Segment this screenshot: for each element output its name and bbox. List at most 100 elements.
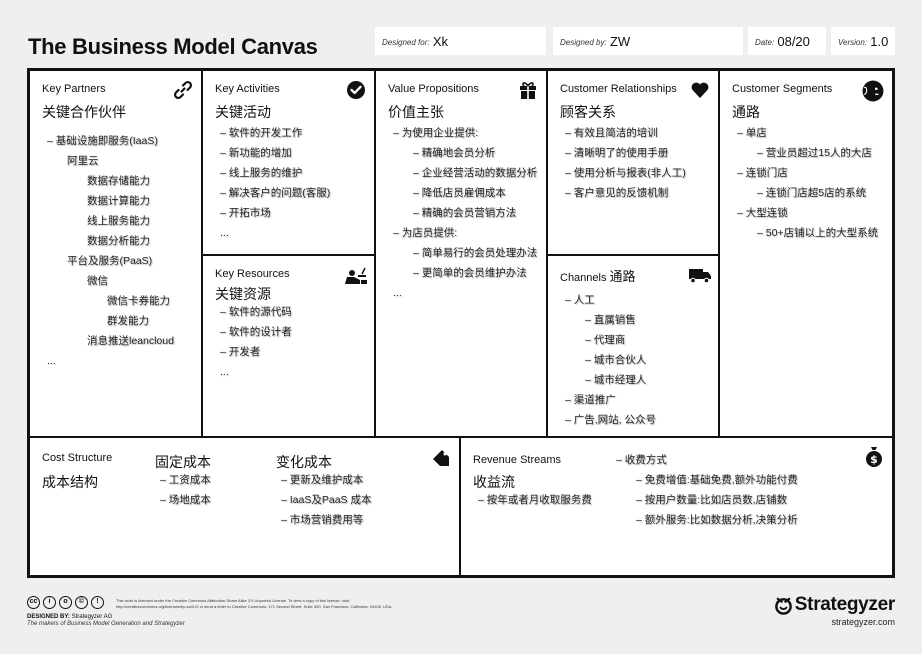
key-partners-title: Key Partners: [42, 83, 106, 95]
key-partners-title-cn: 关键合作伙伴: [42, 104, 126, 120]
footer-makers: The makers of Business Model Generation …: [27, 621, 185, 627]
list-item: 数据分析能力: [87, 235, 150, 247]
channels-title: Channels 通路: [560, 266, 636, 285]
price-tag-icon: [433, 450, 449, 466]
customer-relationships-list: – 有效且简洁的培训– 清晰明了的使用手册– 使用分析与报表(非人工)– 客户意…: [560, 123, 686, 203]
customer-segments-title: Customer Segments: [732, 83, 833, 95]
list-item: – 清晰明了的使用手册: [565, 147, 669, 159]
list-item: 线上服务能力: [87, 215, 150, 227]
brand-name: Strategyzer: [794, 594, 896, 615]
list-item: – 精确的会员营销方法: [413, 207, 517, 219]
gift-icon: [520, 82, 536, 99]
list-item: 阿里云: [67, 155, 99, 167]
channels-title-en: Channels: [560, 272, 607, 284]
revenue-right-list: – 收费方式– 免费增值:基础免费,额外功能付费– 按用户数量:比如店员数,店铺…: [611, 450, 798, 530]
key-resources-list: – 软件的源代码– 软件的设计者– 开发者...: [215, 302, 292, 382]
value-propositions-block[interactable]: Value Propositions 价值主张 – 为使用企业提供:– 精确地会…: [376, 71, 548, 438]
list-item: 微信: [87, 275, 108, 287]
license-line-1: This work is licensed under the Creative…: [116, 598, 350, 603]
designed-for-field[interactable]: Designed for: Xk: [375, 27, 546, 55]
key-activities-title: Key Activities: [215, 83, 280, 95]
customer-segments-title-cn: 通路: [732, 104, 760, 120]
designed-for-label: Designed for:: [382, 38, 430, 47]
date-field[interactable]: Date: 08/20: [748, 27, 826, 55]
list-item: – 直属销售: [585, 314, 636, 326]
page-title: The Business Model Canvas: [28, 34, 318, 59]
list-item: ...: [220, 366, 229, 378]
noncommercial-icon: ©: [75, 596, 88, 609]
list-item: 群发能力: [107, 315, 149, 327]
list-item: – 额外服务:比如数据分析,决策分析: [636, 514, 798, 526]
date-label: Date:: [755, 38, 775, 47]
version-label: Version:: [838, 38, 868, 47]
key-partners-list: – 基础设施即服务(IaaS) 阿里云数据存储能力数据计算能力线上服务能力数据分析…: [42, 131, 174, 371]
customer-segments-block[interactable]: Customer Segments 通路 – 单店– 营业员超过15人的大店– …: [720, 71, 892, 438]
list-item: – 免费增值:基础免费,额外功能付费: [636, 474, 798, 486]
designed-for-value: Xk: [432, 34, 448, 49]
list-item: – 为店员提供:: [393, 227, 458, 239]
list-item: – 为使用企业提供:: [393, 127, 479, 139]
list-item: 数据计算能力: [87, 195, 150, 207]
key-resources-block[interactable]: Key Resources 关键资源 – 软件的源代码– 软件的设计者– 开发者…: [203, 256, 376, 438]
list-item: – 客户意见的反馈机制: [565, 187, 669, 199]
list-item: – 使用分析与报表(非人工): [565, 167, 686, 179]
share-alike-icon: o: [59, 596, 72, 609]
channels-block[interactable]: Channels 通路 – 人工 – 直属销售 – 代理商 – 城市合伙人 – 城市经理…: [548, 256, 720, 438]
truck-icon: [689, 269, 711, 284]
key-activities-block[interactable]: Key Activities 关键活动 – 软件的开发工作– 新功能的增加– 线…: [203, 71, 376, 256]
version-field[interactable]: Version: 1.0: [831, 27, 895, 55]
list-item: – 线上服务的维护: [220, 167, 303, 179]
revenue-left-list: – 按年或者月收取服务费: [473, 490, 592, 510]
link-icon: [173, 80, 193, 100]
customer-relationships-block[interactable]: Customer Relationships 顾客关系 – 有效且简洁的培训– …: [548, 71, 720, 256]
key-activities-list: – 软件的开发工作– 新功能的增加– 线上服务的维护– 解决客户的问题(客服)–…: [215, 123, 330, 243]
list-item: – IaaS及PaaS 成本: [281, 494, 372, 506]
variable-cost-title: 变化成本: [276, 454, 332, 470]
person-head-icon: [862, 80, 884, 102]
svg-text:$: $: [870, 453, 878, 466]
brand-url[interactable]: strategyzer.com: [831, 617, 895, 627]
designed-by-label: Designed by:: [560, 38, 607, 47]
list-item: – 软件的源代码: [220, 306, 292, 318]
list-item: – 城市经理人: [585, 374, 647, 386]
value-propositions-title-cn: 价值主张: [388, 104, 444, 120]
list-item: – 城市合伙人: [585, 354, 647, 366]
checkmark-icon: [347, 81, 365, 99]
attribution-icon: i: [43, 596, 56, 609]
key-resources-title: Key Resources: [215, 268, 290, 280]
list-item: ...: [220, 227, 229, 239]
designed-by-field[interactable]: Designed by: ZW: [553, 27, 743, 55]
version-value: 1.0: [870, 34, 889, 49]
channels-list: – 人工– 直属销售– 代理商– 城市合伙人– 城市经理人– 渠道推广– 广告,…: [560, 290, 656, 430]
designed-by-value: ZW: [609, 34, 631, 49]
strategyzer-logo[interactable]: Strategyzer: [774, 594, 895, 616]
value-propositions-list: – 为使用企业提供:– 精确地会员分析– 企业经营活动的数据分析– 降低店员雇佣…: [388, 123, 537, 303]
cost-structure-title: Cost Structure: [42, 452, 113, 464]
list-item: 消息推送leancloud: [87, 335, 174, 347]
customer-relationships-title-cn: 顾客关系: [560, 104, 616, 120]
money-bag-icon: $: [866, 447, 882, 467]
list-item: – 解决客户的问题(客服): [220, 187, 331, 199]
strategyzer-icon: [774, 597, 792, 615]
list-item: – 新功能的增加: [220, 147, 292, 159]
list-item: – 基础设施即服务(IaaS): [47, 135, 158, 147]
license-icon: !: [91, 596, 104, 609]
list-item: ...: [393, 287, 402, 299]
list-item: – 大型连锁: [737, 207, 788, 219]
footer-designed-by-label: DESIGNED BY:: [27, 614, 70, 620]
key-partners-block[interactable]: Key Partners 关键合作伙伴 – 基础设施即服务(IaaS) 阿里云数据…: [30, 71, 203, 438]
list-item: – 软件的设计者: [220, 326, 292, 338]
list-item: – 更新及维护成本: [281, 474, 364, 486]
list-item: – 简单易行的会员处理办法: [413, 247, 538, 259]
date-value: 08/20: [777, 34, 810, 49]
list-item: – 代理商: [585, 334, 626, 346]
fixed-cost-title: 固定成本: [155, 454, 211, 470]
list-item: – 人工: [565, 294, 595, 306]
list-item: 数据存储能力: [87, 175, 150, 187]
cost-structure-block[interactable]: Cost Structure 成本结构 固定成本 – 工资成本 – 场地成本 变…: [30, 438, 461, 575]
license-line-2[interactable]: http://creativecommons.org/licenses/by-s…: [116, 604, 393, 609]
list-item: – 单店: [737, 127, 767, 139]
list-item: – 连锁门店超5店的系统: [757, 187, 867, 199]
revenue-streams-block[interactable]: Revenue Streams 收益流 – 按年或者月收取服务费 – 收费方式–…: [461, 438, 892, 575]
key-resources-title-cn: 关键资源: [215, 286, 271, 302]
